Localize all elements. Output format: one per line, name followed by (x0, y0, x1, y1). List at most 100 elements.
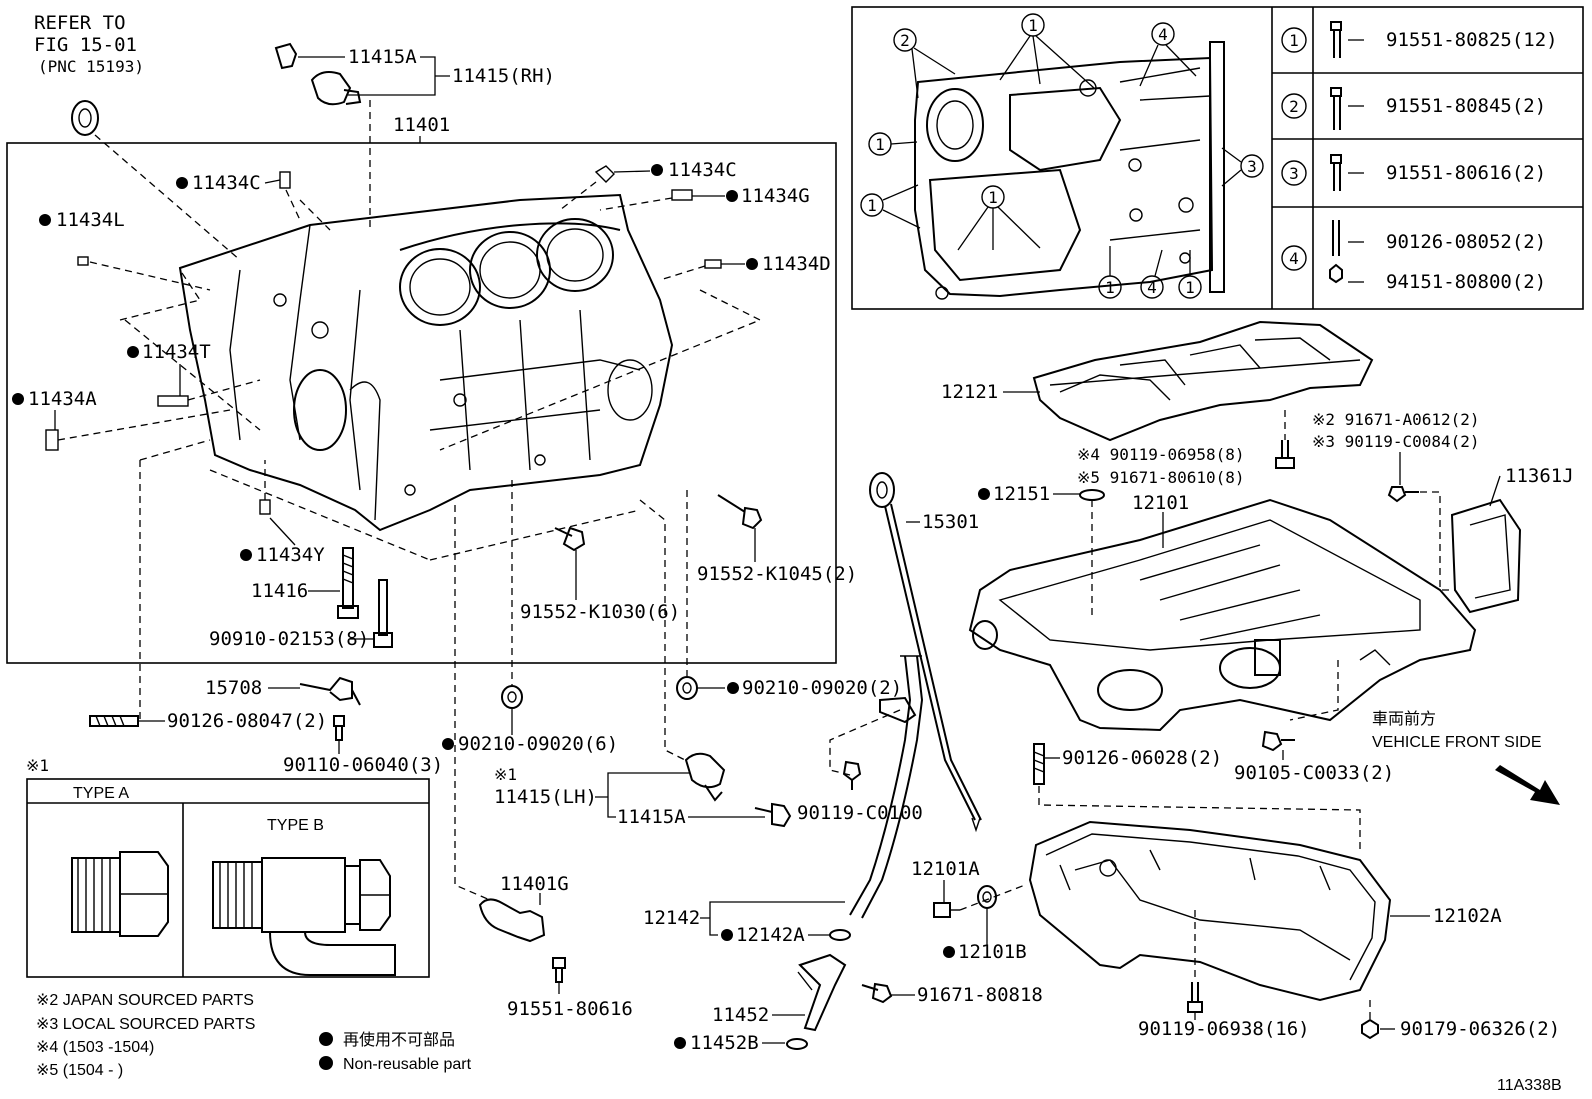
part-label-15708[interactable]: 15708 (205, 677, 262, 699)
o-ring-icon (786, 1038, 808, 1050)
part-label-11434L[interactable]: 11434L (56, 209, 125, 231)
part-label-11415A-bottom[interactable]: 11415A (617, 806, 686, 828)
refer-line-3: (PNC 15193) (38, 57, 144, 76)
part-label-11415-lh-mark: ※1 (494, 765, 517, 784)
part-label-11434G[interactable]: 11434G (741, 185, 810, 207)
part-label-91552-K1045[interactable]: 91552-K1045(2) (697, 563, 857, 585)
bolt-icon (373, 579, 393, 648)
inset-callout: 1 (1105, 278, 1115, 297)
inset-callout: 1 (875, 135, 885, 154)
part-label-90910-02153[interactable]: 90910-02153(8) (209, 628, 369, 650)
part-label-11415A-top[interactable]: 11415A (348, 46, 417, 68)
oil-pan-upper-icon (968, 498, 1477, 732)
cylinder-block-group-box (6, 142, 837, 664)
knock-sensor-icon (478, 898, 546, 943)
note-japan-sourced: ※2 JAPAN SOURCED PARTS (36, 992, 254, 1009)
pin-icon (45, 429, 59, 451)
bolt-icon (1275, 440, 1295, 469)
legend-nonreuse-jp: 再使用不可部品 (343, 1031, 455, 1049)
front-label-en: VEHICLE FRONT SIDE (1372, 734, 1542, 751)
pin-icon (704, 259, 722, 269)
pin-icon (671, 189, 693, 201)
part-label-12121[interactable]: 12121 (941, 381, 998, 403)
plug-icon (594, 165, 615, 183)
part-label-12151[interactable]: 12151 (993, 483, 1050, 505)
oil-control-valve-rh-icon (274, 42, 362, 106)
part-label-11434C-left[interactable]: 11434C (192, 172, 261, 194)
inset-callout: 1 (867, 196, 877, 215)
part-label-11415-lh[interactable]: 11415(LH) (494, 786, 597, 808)
part-label-90126-06028[interactable]: 90126-06028(2) (1062, 747, 1222, 769)
timing-cover-plate-icon (1450, 498, 1522, 614)
part-label-91671-80610[interactable]: ※5 91671-80610(8) (1077, 468, 1245, 487)
inset-callout: 2 (900, 31, 910, 50)
part-label-11434A[interactable]: 11434A (28, 388, 97, 410)
part-label-90119-06958[interactable]: ※4 90119-06958(8) (1077, 445, 1245, 464)
part-label-11434D[interactable]: 11434D (762, 253, 831, 275)
part-label-12142[interactable]: 12142 (643, 907, 700, 929)
gasket-washer-icon (977, 885, 997, 909)
bolt-icon (754, 802, 792, 828)
bolt-part-number[interactable]: 90126-08052(2) (1386, 231, 1546, 253)
part-label-11434T[interactable]: 11434T (142, 341, 211, 363)
part-label-91671-80818[interactable]: 91671-80818 (917, 984, 1043, 1006)
figure-id: 11A338B (1497, 1077, 1562, 1094)
pin-icon (279, 171, 291, 189)
part-label-90210-09020-right[interactable]: 90210-09020(2) (742, 677, 902, 699)
bolt-icon (717, 494, 763, 530)
bolt-icon (333, 715, 345, 741)
part-label-11361J[interactable]: 11361J (1505, 465, 1574, 487)
part-label-91552-K1030[interactable]: 91552-K1030(6) (520, 601, 680, 623)
bolt-row-number: 2 (1289, 97, 1299, 116)
part-label-11452[interactable]: 11452 (712, 1004, 769, 1026)
part-label-90110-06040[interactable]: 90110-06040(3) (283, 754, 443, 776)
part-label-11434Y[interactable]: 11434Y (256, 544, 325, 566)
part-label-91551-80616[interactable]: 91551-80616 (507, 998, 633, 1020)
part-label-90105-C0033[interactable]: 90105-C0033(2) (1234, 762, 1394, 784)
part-label-90119-C0100[interactable]: 90119-C0100 (797, 802, 923, 824)
refer-line-2: FIG 15-01 (34, 34, 137, 56)
inset-callout: 4 (1158, 25, 1168, 44)
seal-icon (71, 100, 99, 136)
o-ring-icon (829, 929, 851, 941)
bolt-icon (861, 982, 893, 1004)
part-label-11434C-right[interactable]: 11434C (668, 159, 737, 181)
stud-icon (89, 715, 139, 727)
bolt-part-number[interactable]: 91551-80616(2) (1386, 162, 1546, 184)
bolt-table: 1 91551-80825(12) 2 91551-80845(2) 3 915… (1281, 21, 1558, 293)
pin-icon (259, 499, 271, 515)
part-label-91671-A0612[interactable]: ※2 91671-A0612(2) (1312, 410, 1480, 429)
part-label-11415-rh[interactable]: 11415(RH) (452, 65, 555, 87)
part-label-90179-06326[interactable]: 90179-06326(2) (1400, 1018, 1560, 1040)
bolt-part-number[interactable]: 91551-80845(2) (1386, 95, 1546, 117)
part-label-12102A[interactable]: 12102A (1433, 905, 1502, 927)
oil-level-gauge-guide-icon (849, 655, 924, 919)
type-b-label: TYPE B (267, 817, 324, 834)
plug-types-box (26, 778, 430, 978)
bolt-part-number[interactable]: 94151-80800(2) (1386, 271, 1546, 293)
stud-icon (1033, 743, 1045, 785)
refer-note: REFER TO FIG 15-01 (PNC 15193) (34, 12, 144, 76)
oil-control-valve-lh-icon (684, 752, 726, 802)
part-label-11401[interactable]: 11401 (393, 114, 450, 136)
part-label-12101A[interactable]: 12101A (911, 858, 980, 880)
bolt-part-number[interactable]: 91551-80825(12) (1386, 29, 1558, 51)
bolt-icon (554, 526, 586, 552)
part-label-11401G[interactable]: 11401G (500, 873, 569, 895)
bolt-table-row: 1 91551-80825(12) (1281, 21, 1558, 58)
inset-callout: 1 (1185, 278, 1195, 297)
part-label-12101[interactable]: 12101 (1132, 492, 1189, 514)
part-label-15301[interactable]: 15301 (922, 511, 979, 533)
o-ring-icon (1079, 489, 1105, 501)
part-label-11416[interactable]: 11416 (251, 580, 308, 602)
part-label-90210-09020-left[interactable]: 90210-09020(6) (458, 733, 618, 755)
part-label-11452B[interactable]: 11452B (690, 1032, 759, 1054)
bolt-row-number: 1 (1289, 31, 1299, 50)
part-label-90119-C0084[interactable]: ※3 90119-C0084(2) (1312, 432, 1480, 451)
note-4: ※4 (1503 -1504) (36, 1039, 154, 1056)
part-label-12142A[interactable]: 12142A (736, 924, 805, 946)
part-label-90119-06938[interactable]: 90119-06938(16) (1138, 1018, 1310, 1040)
part-label-12101B[interactable]: 12101B (958, 941, 1027, 963)
part-label-90126-08047[interactable]: 90126-08047(2) (167, 710, 327, 732)
note-5: ※5 (1504 - ) (36, 1062, 123, 1079)
